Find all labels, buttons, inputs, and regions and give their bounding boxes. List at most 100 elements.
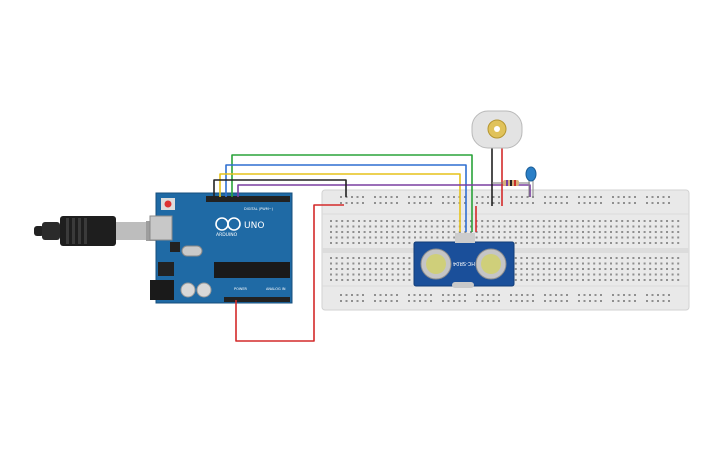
resistor[interactable] xyxy=(492,180,530,186)
breadboard-hole xyxy=(643,231,646,233)
breadboard-hole xyxy=(677,279,680,281)
breadboard-hole xyxy=(514,268,517,270)
breadboard-hole xyxy=(514,231,517,233)
breadboard-hole xyxy=(442,196,444,198)
breadboard-hole xyxy=(604,231,607,233)
breadboard-hole xyxy=(582,257,584,259)
breadboard-hole xyxy=(623,202,625,204)
breadboard-hole xyxy=(391,279,394,281)
dc-motor[interactable] xyxy=(471,110,523,149)
breadboard-hole xyxy=(390,196,393,198)
wire-blue[interactable] xyxy=(225,164,467,232)
breadboard-hole xyxy=(425,231,428,233)
breadboard-hole xyxy=(380,220,383,222)
breadboard-hole xyxy=(662,196,665,198)
arduino-uno-board[interactable]: UNO ARDUINO DIGITAL (PWM~) POWER ANALOG … xyxy=(149,192,293,304)
breadboard-hole xyxy=(363,262,366,265)
ultrasonic-sensor[interactable]: HC-SR04 xyxy=(413,233,515,288)
wire-purple[interactable] xyxy=(237,184,531,197)
breadboard-hole xyxy=(566,294,568,296)
wire-black-gnd[interactable] xyxy=(213,179,347,197)
breadboard-hole xyxy=(626,231,629,233)
breadboard-hole xyxy=(510,294,512,296)
breadboard-hole xyxy=(374,294,376,296)
breadboard-hole xyxy=(442,220,444,222)
breadboard-hole xyxy=(548,236,551,239)
breadboard-hole xyxy=(498,300,500,302)
breadboard-hole xyxy=(486,236,489,239)
breadboard-hole xyxy=(408,236,411,239)
breadboard-hole xyxy=(604,220,607,222)
usb-cable[interactable] xyxy=(34,216,160,246)
breadboard-hole xyxy=(330,225,332,228)
breadboard-hole xyxy=(358,220,360,222)
breadboard-hole xyxy=(385,196,387,198)
breadboard-hole xyxy=(330,257,332,259)
breadboard-hole xyxy=(396,196,398,198)
breadboard-hole xyxy=(352,236,355,239)
breadboard-hole xyxy=(626,242,629,244)
breadboard-hole xyxy=(638,257,640,259)
breadboard-hole xyxy=(346,225,349,228)
breadboard-hole xyxy=(414,231,416,233)
wire-yellow[interactable] xyxy=(219,173,461,232)
wire-red-5v[interactable] xyxy=(235,204,344,342)
breadboard-hole xyxy=(677,262,680,265)
breadboard-hole xyxy=(542,236,545,239)
breadboard-hole xyxy=(413,196,416,198)
breadboard-hole xyxy=(356,300,359,302)
breadboard-hole xyxy=(503,225,506,228)
breadboard-hole xyxy=(481,231,484,233)
breadboard-hole xyxy=(649,268,652,270)
breadboard-hole xyxy=(537,257,540,259)
breadboard-hole xyxy=(481,202,484,204)
breadboard-hole xyxy=(604,262,607,265)
breadboard-hole xyxy=(526,273,528,276)
breadboard-hole xyxy=(352,262,355,265)
breadboard-hole xyxy=(638,262,640,265)
breadboard-hole xyxy=(583,294,586,296)
breadboard-hole xyxy=(649,225,652,228)
breadboard-hole xyxy=(358,262,360,265)
breadboard-hole xyxy=(430,225,433,228)
breadboard-hole xyxy=(509,220,512,222)
arduino-digital-label: DIGITAL (PWM~) xyxy=(244,207,274,211)
breadboard-hole xyxy=(509,231,512,233)
breadboard-hole xyxy=(632,279,635,281)
breadboard-hole xyxy=(447,202,450,204)
breadboard-hole xyxy=(453,294,455,296)
breadboard-hole xyxy=(487,202,489,204)
breadboard-hole xyxy=(436,236,439,239)
wire-green[interactable] xyxy=(231,154,473,232)
breadboard-hole xyxy=(660,279,663,281)
breadboard-hole xyxy=(419,300,421,302)
breadboard-hole xyxy=(531,268,534,270)
breadboard-hole xyxy=(654,257,657,259)
breadboard-hole xyxy=(559,257,562,259)
breadboard-hole xyxy=(671,236,674,239)
breadboard-hole xyxy=(391,257,394,259)
breadboard-hole xyxy=(559,242,562,244)
breadboard-hole xyxy=(526,279,528,281)
breadboard-hole xyxy=(526,257,528,259)
breadboard-hole xyxy=(576,242,579,244)
breadboard-hole xyxy=(646,196,648,198)
breadboard-hole xyxy=(649,257,652,259)
breadboard-hole xyxy=(380,236,383,239)
breadboard-hole xyxy=(582,220,584,222)
breadboard-hole xyxy=(346,242,349,244)
breadboard-hole xyxy=(520,273,523,276)
breadboard-hole xyxy=(548,231,551,233)
blue-led[interactable] xyxy=(525,166,537,197)
breadboard-hole xyxy=(520,242,523,244)
breadboard-hole xyxy=(598,236,601,239)
breadboard-hole xyxy=(380,225,383,228)
breadboard-hole xyxy=(419,294,421,296)
breadboard-hole xyxy=(515,196,518,198)
breadboard-hole xyxy=(386,268,388,270)
breadboard-hole xyxy=(537,225,540,228)
breadboard-hole xyxy=(345,202,348,204)
breadboard-hole xyxy=(369,273,372,276)
breadboard-hole xyxy=(600,300,602,302)
